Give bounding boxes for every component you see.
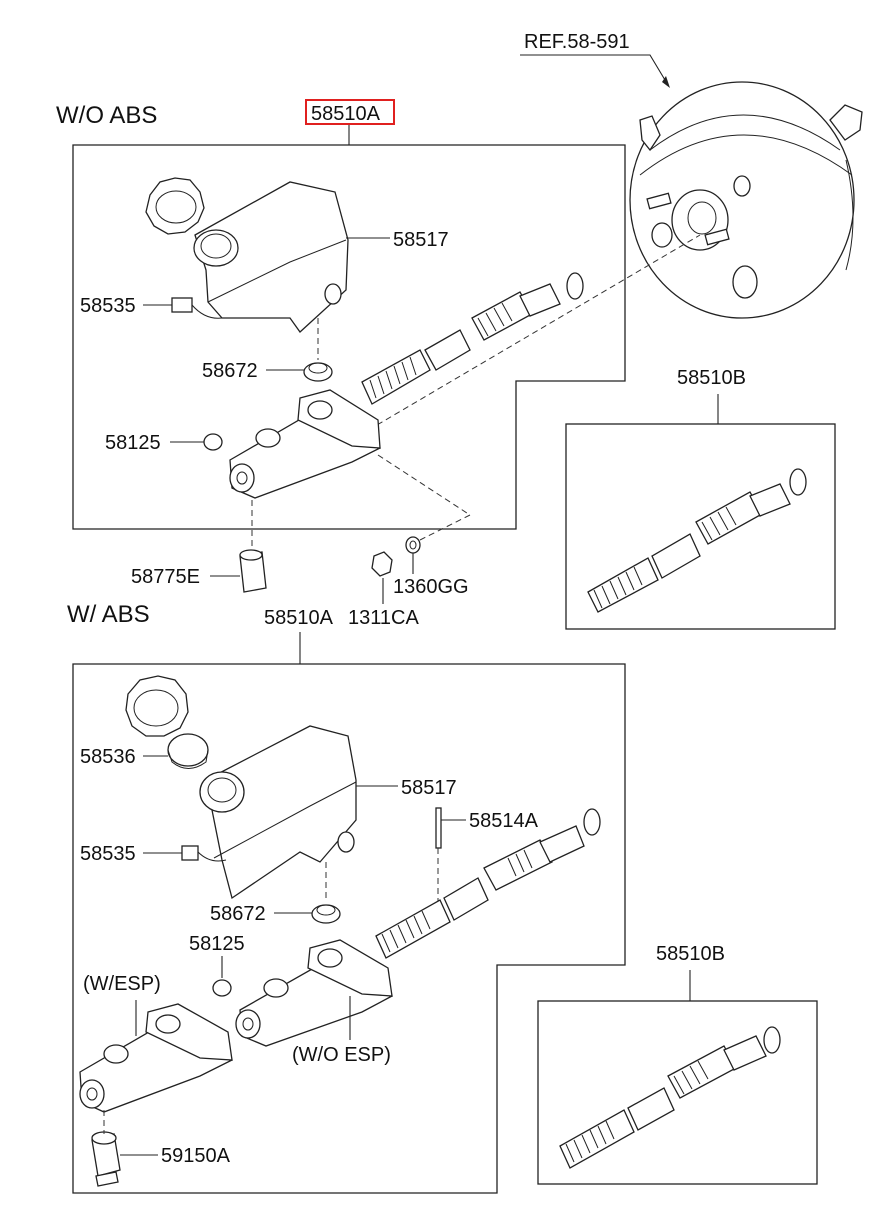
bottom-grommet	[311, 904, 341, 924]
label-w-esp[interactable]: (W/ESP)	[83, 973, 161, 995]
label-58775e[interactable]: 58775E	[131, 566, 200, 588]
alignment-line-booster	[359, 234, 701, 436]
label-58517-bottom[interactable]: 58517	[401, 777, 457, 799]
label-58510a-bottom[interactable]: 58510A	[264, 607, 334, 629]
bottom-reservoir-cap	[125, 675, 189, 737]
bottom-plug	[212, 979, 232, 997]
top-kit-piston-set	[587, 468, 807, 613]
bottom-reservoir	[199, 725, 357, 900]
label-1360gg[interactable]: 1360GG	[393, 576, 469, 598]
top-master-cylinder	[229, 389, 381, 499]
bottom-piston-kit	[375, 808, 601, 959]
top-reservoir-cap	[145, 177, 205, 235]
label-58514a[interactable]: 58514A	[469, 810, 539, 832]
bottom-kit-piston-set	[559, 1026, 781, 1169]
label-58125-top[interactable]: 58125	[105, 432, 161, 454]
label-58535-top[interactable]: 58535	[80, 295, 136, 317]
label-58510b-bottom[interactable]: 58510B	[656, 943, 725, 965]
top-assembly-frame	[72, 144, 626, 530]
label-58672-top[interactable]: 58672	[202, 360, 258, 382]
top-grommet	[303, 362, 333, 382]
ref-leader	[520, 54, 669, 86]
bottom-kit-frame	[537, 1000, 818, 1185]
bottom-pressure-switch	[91, 1131, 121, 1187]
top-reservoir	[193, 181, 349, 333]
label-58510b-top[interactable]: 58510B	[677, 367, 746, 389]
top-fitting	[239, 549, 267, 593]
ref-arrowhead	[662, 76, 670, 88]
bottom-assembly-frame	[72, 663, 626, 1194]
section-title-wo-abs: W/O ABS	[56, 102, 157, 129]
top-plug	[203, 433, 223, 451]
top-kit-frame	[565, 423, 836, 630]
label-58536[interactable]: 58536	[80, 746, 136, 768]
label-ref[interactable]: REF.58-591	[524, 31, 630, 53]
alignment-line-washer	[419, 514, 471, 541]
bottom-master-cylinder-wo-esp	[235, 939, 393, 1047]
bottom-master-cylinder-w-esp	[79, 1003, 233, 1113]
section-title-w-abs: W/ ABS	[67, 601, 150, 628]
label-1311ca[interactable]: 1311CA	[348, 607, 419, 629]
label-59150a[interactable]: 59150A	[161, 1145, 231, 1167]
label-58517-top[interactable]: 58517	[393, 229, 449, 251]
top-nut	[371, 551, 393, 577]
label-58510a-top[interactable]: 58510A	[311, 103, 381, 125]
label-58535-bottom[interactable]: 58535	[80, 843, 136, 865]
alignment-line-nut	[377, 454, 471, 516]
top-washer	[405, 536, 421, 554]
bottom-cap-seal	[167, 733, 209, 769]
label-wo-esp[interactable]: (W/O ESP)	[292, 1044, 391, 1066]
label-58125-bottom[interactable]: 58125	[189, 933, 245, 955]
label-58672-bottom[interactable]: 58672	[210, 903, 266, 925]
bottom-retaining-pin	[435, 807, 442, 849]
brake-booster	[629, 81, 863, 319]
highlight-box	[305, 99, 395, 125]
top-piston-kit	[361, 272, 584, 405]
